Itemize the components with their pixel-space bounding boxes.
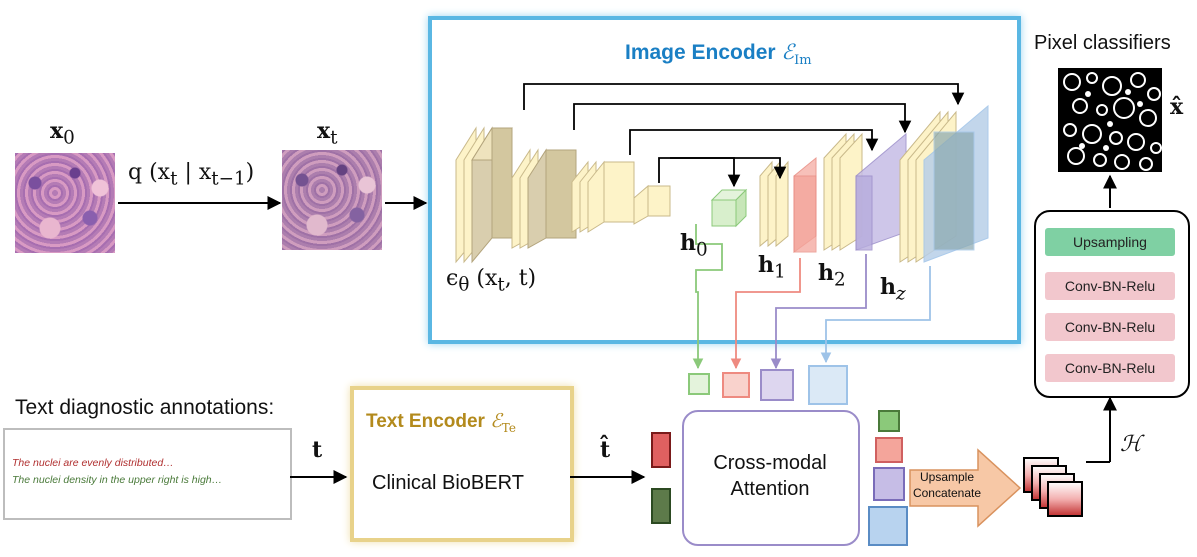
- image-encoder-title: Image Encoder ℰIm: [625, 40, 812, 69]
- encoder-block-1: [455, 126, 513, 264]
- noisy-image-xt: [282, 150, 382, 250]
- annotation-textbox: [3, 428, 292, 520]
- bottleneck-h0: [710, 188, 748, 228]
- attention-label-line2: Attention: [730, 478, 810, 500]
- attention-label-line1: Cross-modal: [713, 452, 827, 474]
- decoder-block-2: [823, 132, 907, 251]
- text-embed-green: [651, 488, 671, 524]
- encoder-block-2: [511, 148, 577, 249]
- text-encoder-box: [350, 386, 574, 542]
- feature-square-h2: [760, 369, 794, 401]
- conv-bn-relu-layer-1: Conv-BN-Relu: [1045, 272, 1175, 300]
- text-annotations-heading: Text diagnostic annotations:: [15, 396, 275, 419]
- feature-square-h0: [688, 373, 710, 395]
- conv-bn-relu-layer-2: Conv-BN-Relu: [1045, 313, 1175, 341]
- feature-square-hz: [808, 365, 848, 405]
- encoder-block-3: [571, 160, 635, 233]
- out-square-red: [875, 437, 903, 463]
- input-image-x0: [15, 153, 115, 253]
- tap-h2: [770, 254, 867, 370]
- x0-label: x0: [50, 118, 75, 149]
- tap-hz: [820, 266, 931, 364]
- that-label: t̂: [600, 437, 611, 463]
- h0-label: h0: [680, 230, 708, 261]
- pixel-classifiers-title: Pixel classifiers: [1034, 32, 1171, 54]
- concatenated-features: [1023, 457, 1083, 517]
- epsilon-theta-label: ϵθ (xt, t): [446, 266, 537, 296]
- xt-label: xt: [317, 118, 338, 149]
- text-embed-red: [651, 432, 671, 468]
- xhat-label: x̂: [1170, 94, 1184, 120]
- skip-connection-5: [670, 157, 741, 188]
- tap-h0: [692, 224, 723, 370]
- tap-h1: [730, 258, 801, 370]
- annotation-line-1: The nuclei are evenly distributed…: [12, 457, 174, 469]
- feature-square-h1: [722, 372, 750, 398]
- out-square-purple: [873, 467, 905, 501]
- annotation-line-2: The nuclei density in the upper right is…: [12, 474, 223, 486]
- upsample-label: Upsample: [919, 470, 975, 484]
- clinical-biobert-label: Clinical BioBERT: [372, 472, 524, 494]
- decoder-block-3: [899, 104, 989, 263]
- skip-connection-1: [523, 83, 965, 110]
- h1-label: h1: [758, 252, 786, 283]
- conv-bn-relu-layer-3: Conv-BN-Relu: [1045, 354, 1175, 382]
- skip-connection-3: [629, 129, 879, 155]
- out-square-blue: [868, 506, 908, 546]
- upsampling-layer: Upsampling: [1045, 228, 1175, 256]
- text-encoder-title: Text Encoder ℰTe: [366, 410, 516, 435]
- decoder-block-1: [759, 156, 817, 253]
- upsample-concatenate-arrow: [909, 448, 1022, 528]
- out-square-green: [878, 410, 900, 432]
- h2-label: h2: [818, 260, 846, 291]
- concatenate-label: Concatenate: [912, 486, 982, 500]
- skip-connection-2: [573, 103, 912, 134]
- t-label: t: [312, 437, 323, 463]
- segmentation-output: [1058, 68, 1162, 172]
- encoder-block-4: [633, 184, 671, 225]
- H-label: ℋ: [1120, 432, 1142, 457]
- hz-label: hz: [880, 274, 906, 305]
- cross-modal-attention-box: [682, 410, 860, 546]
- forward-process-label: q (xt | xt−1): [128, 160, 255, 190]
